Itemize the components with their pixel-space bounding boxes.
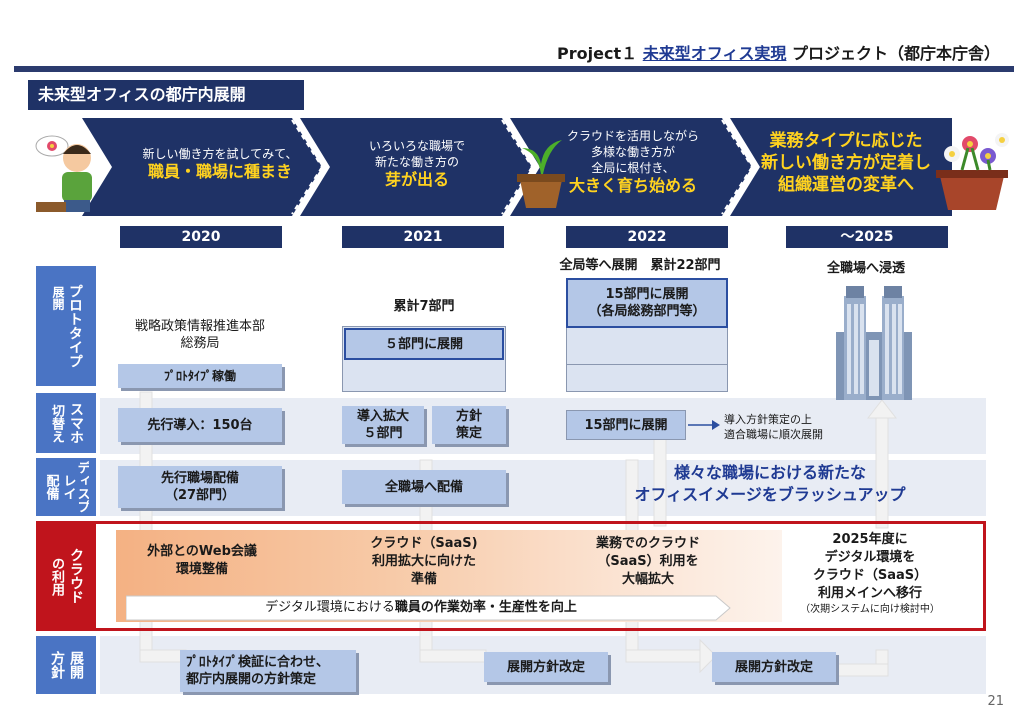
year-2025: ～2025 (786, 226, 948, 248)
prototype-2022-divider (566, 364, 728, 365)
phone-2020-box: 先行導入：150台 (118, 408, 282, 442)
note-arrow (688, 420, 720, 430)
year-2020: 2020 (120, 226, 282, 248)
flower-pot-icon (936, 133, 1009, 210)
year-2022: 2022 (566, 226, 728, 248)
row-label-phone: スマホ 切替え (36, 393, 96, 453)
banner-stage-3 (510, 118, 752, 216)
banner-stage-2 (300, 118, 532, 216)
policy-2025-box: 展開方針改定 (712, 652, 836, 682)
cloud-2021-text: クラウド（SaaS) 利用拡大に向けた 準備 (370, 536, 478, 587)
row-label-display: ディスプレイ 配備 (36, 458, 96, 516)
productivity-arrow (126, 595, 731, 621)
page-number: 21 (987, 694, 1004, 709)
page-title: Project１ 未来型オフィス実現 プロジェクト（都庁本庁舎） (557, 44, 1000, 63)
prototype-2020-orgs: 戦略政策情報推進本部 総務局 (134, 319, 265, 351)
banner-stage-2-text: いろいろな職場で 新たな働き方の 芽が出る (368, 139, 465, 189)
row-label-policy: 展開 方針 (36, 636, 96, 694)
banner-stage-1-text: 新しい働き方を試してみて、 職員・職場に種まき (142, 147, 298, 181)
productivity-arrow-text: デジタル環境における職員の作業効率・生産性を向上 (265, 600, 577, 615)
gardener-icon (35, 135, 92, 212)
title-highlight: 未来型オフィス実現 (642, 44, 787, 63)
row-label-cloud: クラウド の利用 (36, 524, 96, 628)
section-title: 未来型オフィスの都庁内展開 (28, 80, 304, 110)
banner-stage-4 (730, 118, 952, 216)
year-2021: 2021 (342, 226, 504, 248)
banner-stage-4-text: 業務タイプに応じた 新しい働き方が定着し 組織運営の変革へ (761, 131, 931, 195)
prototype-2020-box: ﾌﾟﾛﾄﾀｲﾌﾟ稼働 (118, 364, 282, 388)
prototype-2022-cumulative: 全局等へ展開 累計22部門 (559, 258, 721, 273)
phone-2022-box: 15部門に展開 (566, 410, 686, 440)
prototype-2025-label: 全職場へ浸透 (826, 261, 905, 276)
policy-2020-box: ﾌﾟﾛﾄﾀｲﾌﾟ検証に合わせ、 都庁内展開の方針策定 (180, 650, 356, 692)
row-label-prototype: プロトタイプ 展開 (36, 266, 96, 386)
seedling-pot-icon (517, 140, 565, 208)
display-2021-box: 全職場へ配備 (342, 470, 506, 504)
banner-stage-3-text: クラウドを活用しながら 多様な働き方が 全局に根付き、 大きく育ち始める (566, 129, 699, 195)
policy-2022-box: 展開方針改定 (484, 652, 608, 682)
cloud-2025-text: 2025年度に デジタル環境を クラウド（SaaS） 利用メインへ移行 （次期シ… (800, 532, 940, 615)
tokyo-government-building-icon (836, 286, 912, 400)
prototype-2021-cumulative: 累計7部門 (393, 299, 455, 314)
prototype-2021-box: ５部門に展開 (344, 328, 504, 360)
header-rule (14, 66, 1014, 72)
cloud-2022-text: 業務でのクラウド （SaaS）利用を 大幅拡大 (595, 536, 700, 587)
prototype-2022-box: 15部門に展開 （各局総務部門等） (566, 278, 728, 328)
vision-banner (35, 118, 1009, 216)
cloud-2025-panel (782, 530, 958, 622)
cloud-row-frame (36, 521, 986, 631)
cloud-2020-text: 外部とのWeb会議 環境整備 (147, 544, 257, 577)
display-2020-box: 先行職場配備 （27部門） (118, 466, 282, 508)
display-message: 様々な職場における新たな オフィスイメージをブラッシュアップ (634, 463, 906, 504)
phone-2022-note: 導入方針策定の上 適合職場に順次展開 (724, 413, 823, 441)
phone-2021-policy-box: 方針 策定 (432, 406, 506, 444)
phone-2021-expansion-box: 導入拡大 ５部門 (342, 406, 424, 444)
banner-stage-1 (82, 118, 322, 216)
